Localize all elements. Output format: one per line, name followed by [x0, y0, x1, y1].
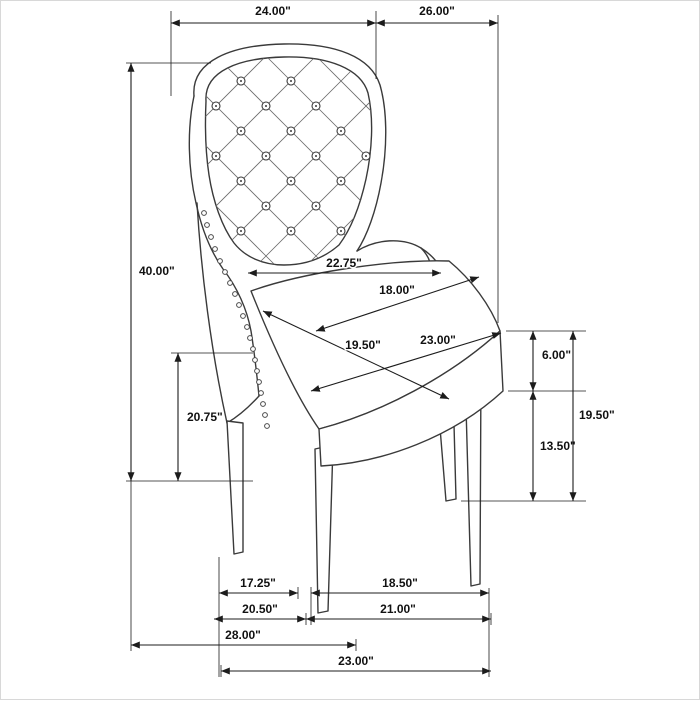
- dim-label-seat-front-width: 19.50": [345, 338, 381, 352]
- dim-label-base-depth: 20.50": [242, 602, 278, 616]
- front-left-leg: [314, 444, 334, 614]
- dimension-overall-height: 40.00": [126, 62, 253, 482]
- chair-left-rear-edge: [196, 202, 228, 424]
- dim-label-overall-width: 23.00": [338, 654, 374, 668]
- dim-label-overall-depth: 28.00": [225, 628, 261, 642]
- dimension-annotations: 24.00" 26.00" 40.00" 20.75" 22.75" 18.00: [126, 3, 616, 677]
- dimension-leg-span-side: 17.25": [219, 575, 298, 597]
- dimension-leg-span-front: 18.50": [311, 575, 489, 597]
- dimension-arm-height: 20.75": [171, 352, 253, 481]
- dim-label-seat-height: 19.50": [579, 408, 615, 422]
- dim-label-arm-height: 20.75": [187, 410, 223, 424]
- dim-label-base-width: 21.00": [380, 602, 416, 616]
- dimension-base-depth: 20.50": [214, 601, 306, 623]
- dimension-overall-depth: 28.00": [131, 627, 356, 649]
- dimension-seat-back-width: 22.75": [248, 255, 441, 277]
- dimension-overall-width: 23.00": [221, 653, 491, 675]
- dim-label-front-width: 26.00": [419, 4, 455, 18]
- dimension-cushion-thickness: 6.00": [506, 330, 586, 392]
- dim-label-leg-span-side: 17.25": [240, 576, 276, 590]
- dimension-leg-height: 13.50": [461, 391, 586, 502]
- chair-back-panel: [204, 56, 373, 266]
- chair-drawing: [188, 43, 504, 614]
- chair-back-outline: [193, 43, 387, 252]
- dim-label-back-width: 24.00": [255, 4, 291, 18]
- dimension-front-width: 26.00": [376, 3, 498, 27]
- dim-label-seat-depth: 18.00": [379, 283, 415, 297]
- tufting-buttons: [211, 76, 371, 236]
- dimension-base-width: 21.00": [306, 601, 491, 623]
- dim-label-cushion-thickness: 6.00": [542, 348, 571, 362]
- dim-label-seat-back-width: 22.75": [326, 256, 362, 270]
- dimension-seat-front-width: 19.50": [262, 310, 450, 400]
- chair-left-side-bottom: [226, 395, 260, 424]
- dim-label-leg-height: 13.50": [540, 439, 576, 453]
- dimension-seat-depth: 18.00": [315, 276, 480, 332]
- dim-label-leg-span-front: 18.50": [382, 576, 418, 590]
- dim-label-seat-diagonal: 23.00": [420, 333, 456, 347]
- nailhead-trim: [201, 210, 270, 429]
- dim-label-overall-height: 40.00": [139, 264, 175, 278]
- rear-left-leg: [226, 420, 244, 555]
- bottom-extension-lines: [130, 481, 492, 677]
- dimension-seat-height: 19.50": [569, 331, 616, 501]
- dimension-back-width: 24.00": [170, 3, 499, 323]
